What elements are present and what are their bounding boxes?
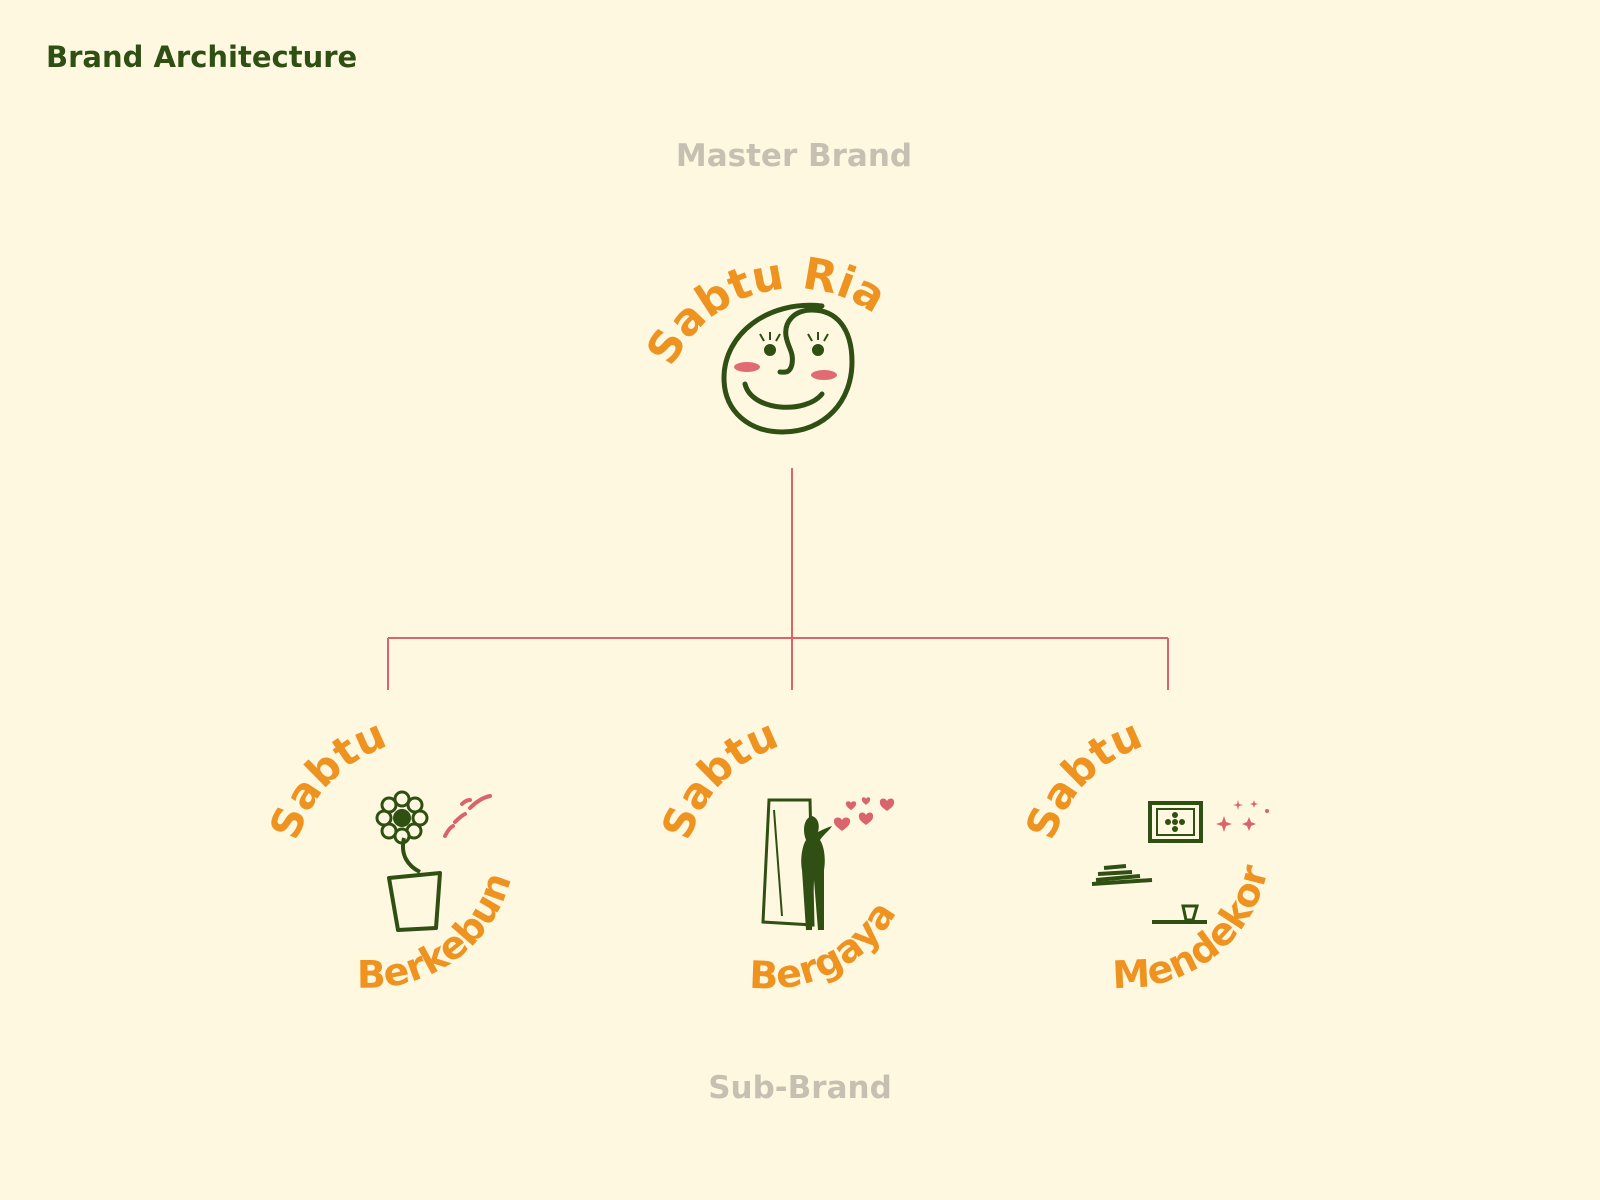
smiling-face-icon xyxy=(721,302,855,435)
page-title: Brand Architecture xyxy=(46,40,358,74)
sub-brand-logo-berkebun: Sabtu Berkebun xyxy=(260,709,520,996)
master-brand-label: Master Brand xyxy=(675,138,913,174)
sub-brand-name-top: Sabtu xyxy=(260,709,393,845)
sub-brand-name-top: Sabtu xyxy=(1016,709,1149,845)
sub-brand-logo-mendekor: Sabtu Mendekor xyxy=(1016,709,1277,997)
mirror-woman-icon xyxy=(761,797,895,930)
sub-brand-logo-bergaya: Sabtu Bergaya xyxy=(652,709,904,997)
sub-brand-name-top: Sabtu xyxy=(652,709,785,845)
hierarchy-connector xyxy=(387,468,1169,690)
sub-brand-name-bottom: Bergaya xyxy=(749,893,905,998)
master-brand-name: Sabtu Ria xyxy=(637,248,895,373)
flower-pot-icon xyxy=(375,790,492,932)
frame-shelves-icon xyxy=(1091,800,1269,924)
master-brand-logo: Sabtu Ria xyxy=(637,248,895,435)
sub-brand-label: Sub-Brand xyxy=(708,1070,892,1106)
